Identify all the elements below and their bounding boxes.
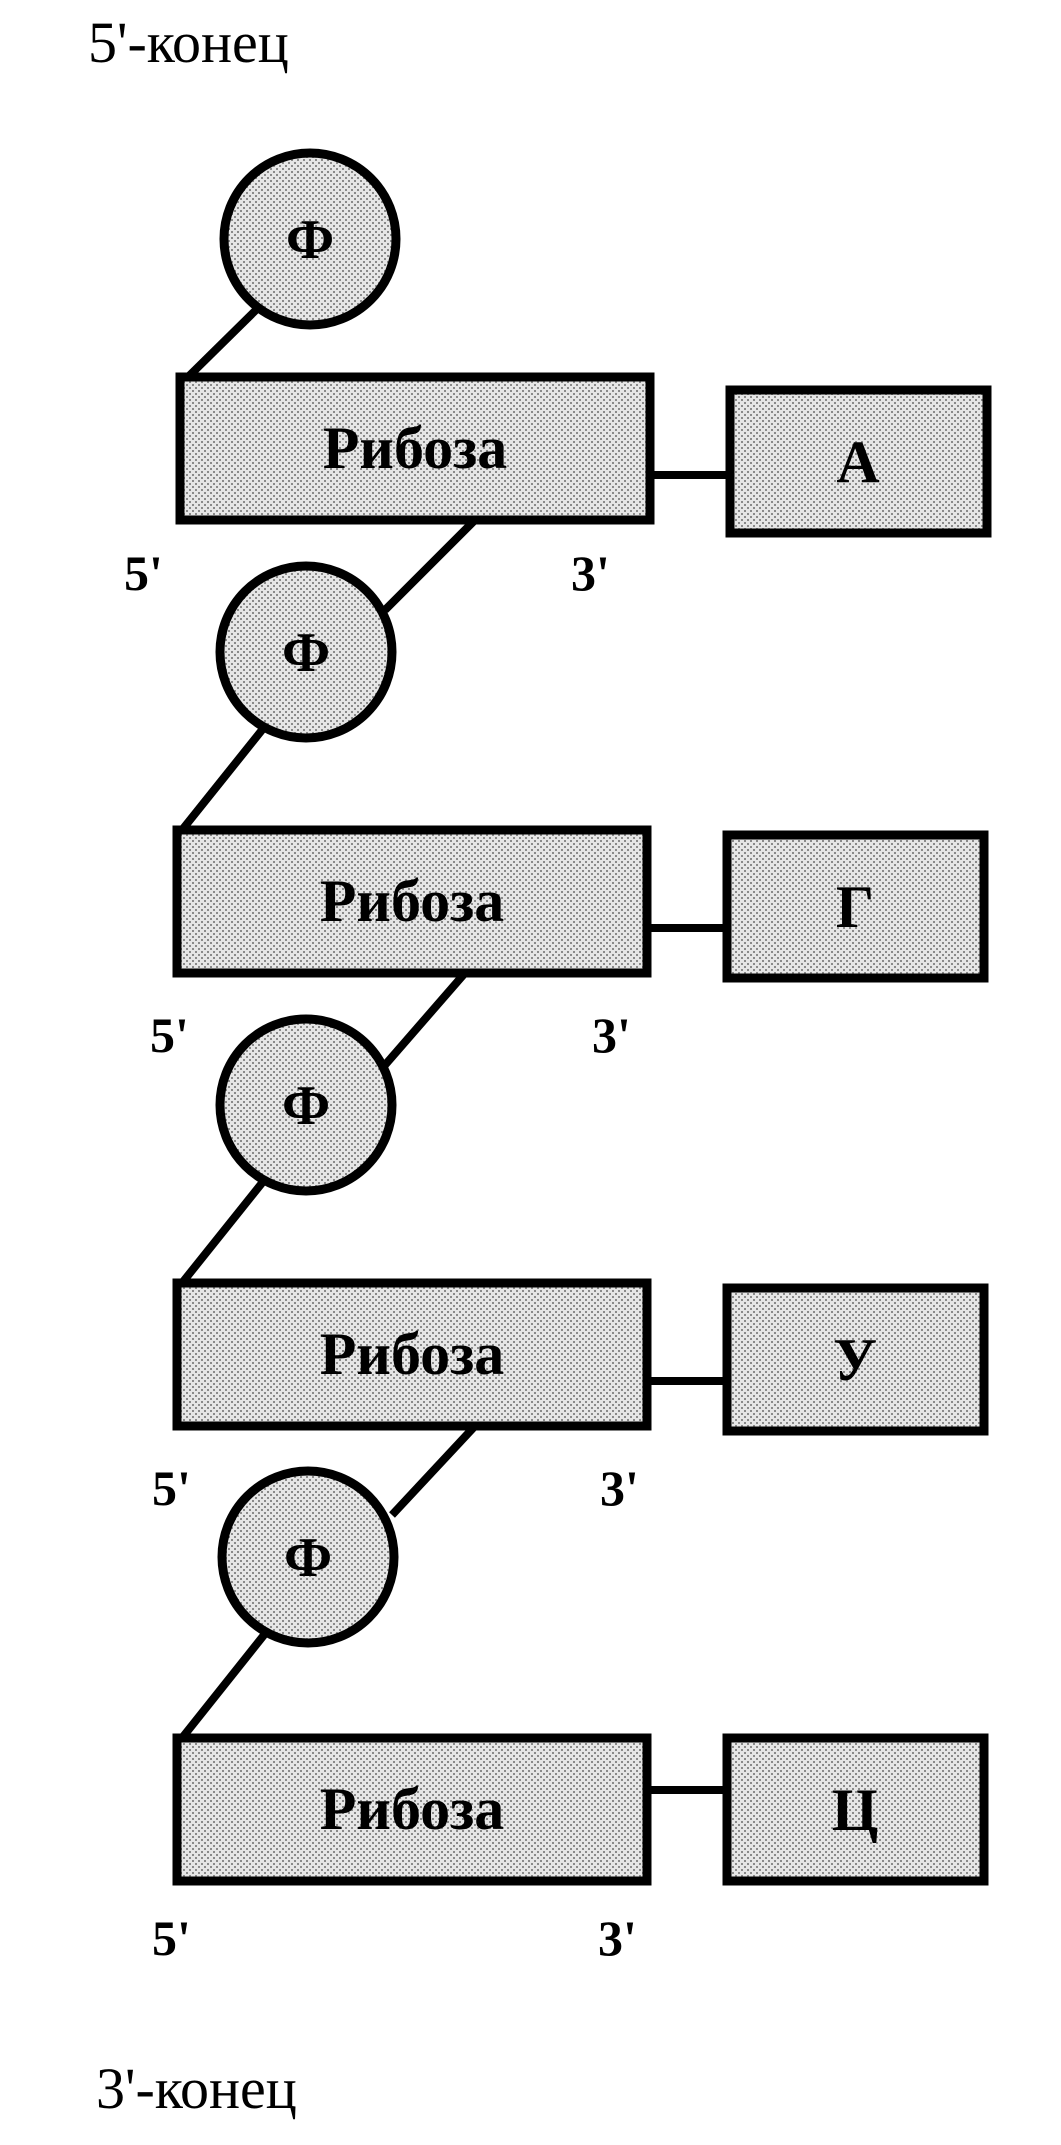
- phosphate-1-circle: [219, 148, 401, 330]
- phosphate-3-bond-down: [178, 1180, 266, 1286]
- phosphate-2: Ф: [178, 517, 478, 833]
- ribose-3-label: Рибоза: [320, 1321, 505, 1387]
- phosphate-3-label: Ф: [282, 1075, 330, 1137]
- phosphate-2-bond-up: [382, 517, 478, 613]
- phosphate-2-circle: [215, 561, 397, 743]
- phosphate-4-label: Ф: [284, 1527, 332, 1589]
- ribose-1-5prime: 5': [124, 545, 163, 601]
- nucleotide-2: Рибоза Г 5' 3': [150, 825, 989, 1063]
- ribose-1-3prime: 3': [571, 545, 610, 601]
- ribose-3: [172, 1278, 652, 1431]
- phosphate-1-label: Ф: [286, 209, 334, 271]
- five-prime-end-label: 5'-конец: [88, 10, 289, 75]
- phosphate-3-circle: [215, 1014, 397, 1196]
- phosphate-1-bond: [185, 305, 261, 380]
- three-prime-end-label: 3'-конец: [96, 2056, 297, 2121]
- phosphate-4-bond-up: [389, 1423, 478, 1518]
- nucleotide-4: Рибоза Ц 5' 3': [152, 1733, 989, 1966]
- ribose-4-5prime: 5': [152, 1910, 191, 1966]
- phosphate-4-bond-down: [178, 1632, 268, 1741]
- ribose-4-label: Рибоза: [320, 1776, 505, 1842]
- ribose-4-3prime: 3': [598, 1910, 637, 1966]
- phosphate-3-bond-up: [381, 970, 469, 1068]
- phosphate-2-label: Ф: [282, 622, 330, 684]
- ribose-2-5prime: 5': [150, 1007, 189, 1063]
- base-2-label: Г: [836, 874, 874, 940]
- ribose-2: [172, 825, 652, 978]
- ribose-1: [175, 372, 655, 525]
- ribose-2-label: Рибоза: [320, 868, 505, 934]
- base-3: [722, 1283, 989, 1436]
- phosphate-4: Ф: [178, 1423, 478, 1741]
- nucleotide-1: Рибоза А 5' 3': [124, 372, 992, 601]
- phosphate-3: Ф: [178, 970, 469, 1286]
- nucleotide-3: Рибоза У 5' 3': [152, 1278, 989, 1516]
- ribose-1-label: Рибоза: [323, 415, 508, 481]
- base-3-label: У: [833, 1327, 877, 1393]
- phosphate-2-bond-down: [178, 727, 266, 833]
- base-1: [725, 385, 992, 538]
- phosphate-1: Ф: [185, 148, 401, 380]
- base-4: [722, 1733, 989, 1886]
- base-4-label: Ц: [832, 1777, 879, 1843]
- ribose-2-3prime: 3': [592, 1007, 631, 1063]
- ribose-3-3prime: 3': [600, 1460, 639, 1516]
- phosphate-4-circle: [217, 1466, 399, 1648]
- ribose-3-5prime: 5': [152, 1460, 191, 1516]
- base-2: [722, 830, 989, 983]
- ribose-4: [172, 1733, 652, 1886]
- base-1-label: А: [836, 429, 879, 495]
